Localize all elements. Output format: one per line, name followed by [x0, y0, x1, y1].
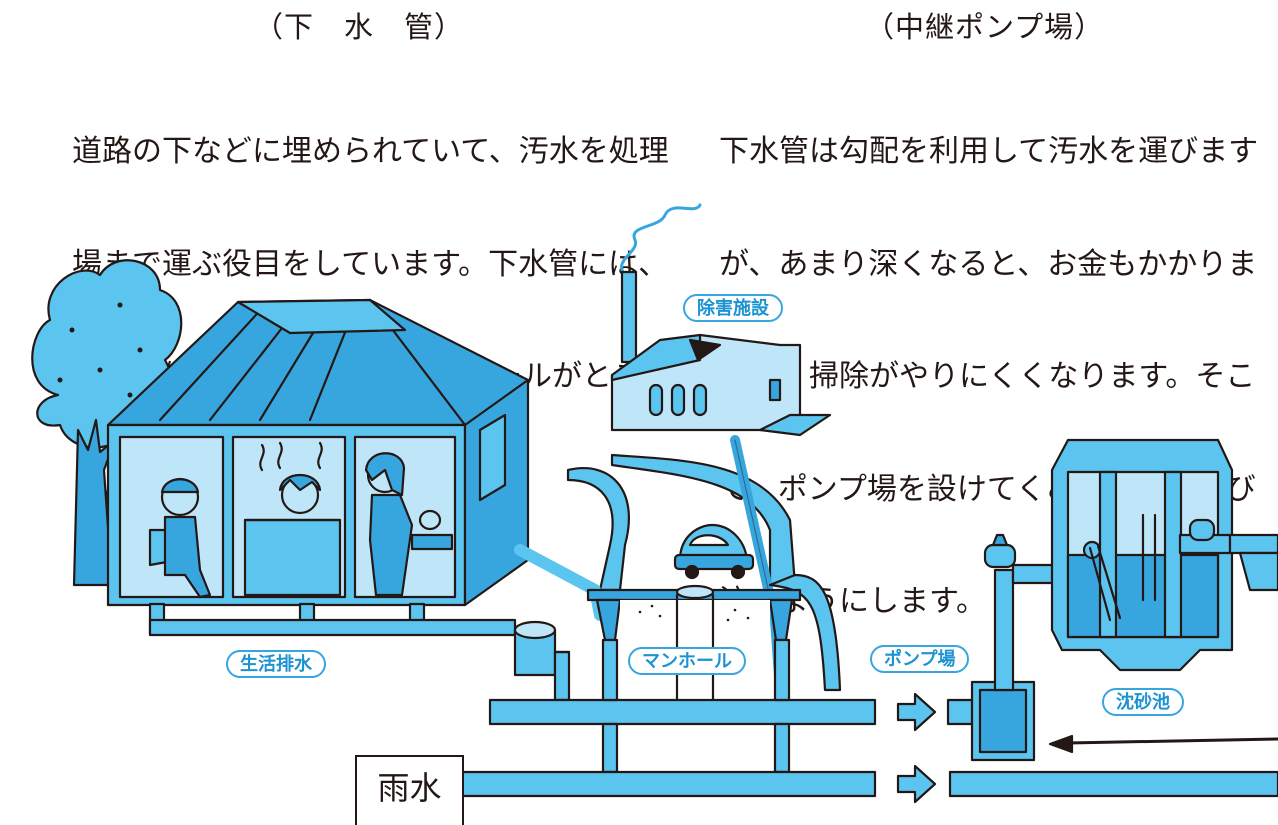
person-washing-dishes-icon: [364, 452, 454, 597]
car-icon: [673, 523, 755, 580]
pointer-arrow-icon: [1048, 734, 1278, 754]
sewer-heading: （下 水 管）: [254, 10, 465, 44]
manhole-chamber: [586, 584, 802, 702]
pump-station-label: ポンプ場: [870, 645, 970, 673]
pump-station: [946, 533, 1075, 762]
factory-icon: [610, 203, 832, 437]
household-drain-pipe: [148, 602, 571, 702]
sewer-line: 道路の下などに埋められていて、汚水を処理: [72, 134, 669, 169]
manhole-label: マンホール: [628, 647, 746, 675]
main-sewer-pipe: [488, 638, 877, 774]
grit-chamber-label: 沈砂池: [1102, 688, 1184, 716]
pump-description: 下水管は勾配を利用して汚水を運びます が、あまり深くなると、お金もかかりま すし…: [719, 58, 1258, 658]
flow-arrow-icon: [896, 692, 937, 804]
factory-label: 除害施設: [683, 294, 783, 322]
house-side-pipe: [514, 544, 606, 621]
pump-line: が、あまり深くなると、お金もかかりま: [719, 246, 1258, 282]
rainwater-label: 雨水: [355, 755, 464, 825]
grit-chamber: [1050, 438, 1278, 672]
person-bathing-icon: [243, 441, 342, 597]
person-on-toilet-icon: [148, 477, 212, 599]
sewer-line: 場まで運ぶ役目をしています。下水管には、: [72, 246, 669, 282]
house-roof: [106, 298, 530, 427]
rainwater-pipe: [460, 770, 1278, 798]
pump-line: すし、掃除がやりにくくなります。そこ: [719, 359, 1256, 394]
pump-heading: （中継ポンプ場）: [865, 10, 1105, 44]
household-wastewater-label: 生活排水: [226, 650, 326, 678]
pump-line: 下水管は勾配を利用して汚水を運びます: [719, 134, 1259, 169]
